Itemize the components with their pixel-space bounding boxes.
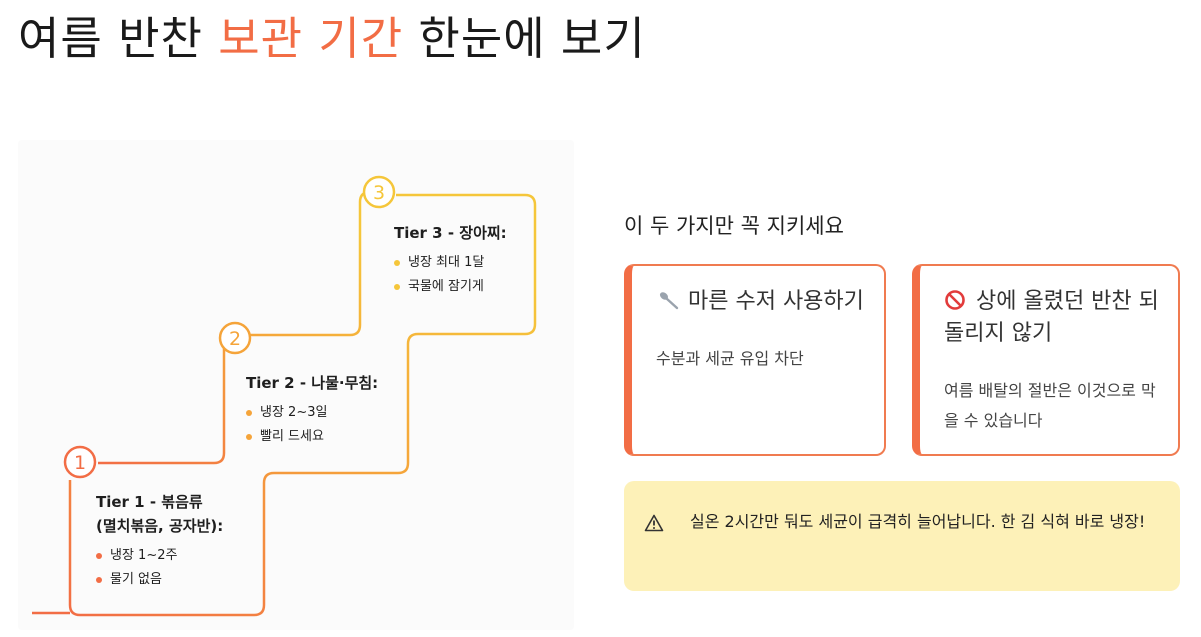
tier-3-bullets: 냉장 최대 1달 국물에 잠기게	[394, 251, 507, 299]
bullet-dot	[96, 577, 102, 583]
bullet-dot	[246, 410, 252, 416]
tier-3-title: Tier 3 - 장아찌:	[394, 224, 507, 242]
warning-text: 실온 2시간만 둬도 세균이 급격히 늘어납니다. 한 김 식혀 바로 냉장!	[690, 512, 1146, 531]
tier-1-number: 1	[74, 452, 86, 474]
storage-tiers-panel: 1 2 3 Tier 1 - 볶음류 (멸치볶음, 공자반): 냉장 1~2주 …	[18, 140, 574, 630]
rules-heading: 이 두 가지만 꼭 지키세요	[624, 214, 844, 238]
list-item: 국물에 잠기게	[394, 275, 507, 299]
list-item: 냉장 최대 1달	[394, 251, 507, 275]
list-item: 냉장 1~2주	[96, 544, 223, 568]
warning-icon	[644, 514, 664, 532]
tier-2-circle	[218, 321, 252, 355]
tier-3: Tier 3 - 장아찌: 냉장 최대 1달 국물에 잠기게	[394, 221, 507, 299]
rule-card-title: 상에 올렸던 반찬 되돌리지 않기	[944, 289, 1159, 346]
rule-card-body: 여름 배탈의 절반은 이것으로 막을 수 있습니다	[944, 381, 1156, 430]
bullet-dot	[394, 284, 400, 290]
tier-2-title: Tier 2 - 나물·무침:	[246, 374, 379, 392]
rule-card-no-return: 상에 올렸던 반찬 되돌리지 않기 여름 배탈의 절반은 이것으로 막을 수 있…	[912, 264, 1180, 456]
prohibited-icon	[945, 290, 965, 310]
bullet-dot	[394, 260, 400, 266]
tier-1-title: Tier 1 - 볶음류 (멸치볶음, 공자반):	[96, 493, 224, 535]
tier-2-bullets: 냉장 2~3일 빨리 드세요	[246, 401, 378, 449]
spoon-icon	[659, 292, 679, 310]
tier-3-number: 3	[373, 182, 385, 204]
stair-outer-line	[98, 190, 383, 465]
list-item: 물기 없음	[96, 568, 223, 592]
title-part-1: 여름 반찬	[18, 12, 219, 65]
rule-card-title: 마른 수저 사용하기	[656, 286, 866, 318]
title-part-2: 한눈에 보기	[403, 12, 646, 65]
list-item: 냉장 2~3일	[246, 401, 378, 425]
tier-2: Tier 2 - 나물·무침: 냉장 2~3일 빨리 드세요	[246, 371, 378, 449]
bullet-dot	[96, 553, 102, 559]
stair-top-line	[68, 193, 537, 617]
rule-card-body: 수분과 세균 유입 차단	[656, 349, 804, 368]
tier-1: Tier 1 - 볶음류 (멸치볶음, 공자반): 냉장 1~2주 물기 없음	[96, 490, 223, 592]
list-item: 빨리 드세요	[246, 425, 378, 449]
stairs-diagram: 1 2 3	[32, 175, 537, 617]
title-accent: 보관 기간	[218, 12, 404, 65]
warning-callout: 실온 2시간만 둬도 세균이 급격히 늘어납니다. 한 김 식혀 바로 냉장!	[624, 481, 1180, 591]
rule-card-dry-spoon: 마른 수저 사용하기 수분과 세균 유입 차단	[624, 264, 886, 456]
tier-1-bullets: 냉장 1~2주 물기 없음	[96, 544, 223, 592]
bullet-dot	[246, 434, 252, 440]
tier-3-circle	[362, 175, 396, 209]
page-title: 여름 반찬 보관 기간 한눈에 보기	[18, 8, 646, 70]
tier-1-circle	[63, 445, 97, 479]
tier-2-number: 2	[229, 328, 241, 350]
